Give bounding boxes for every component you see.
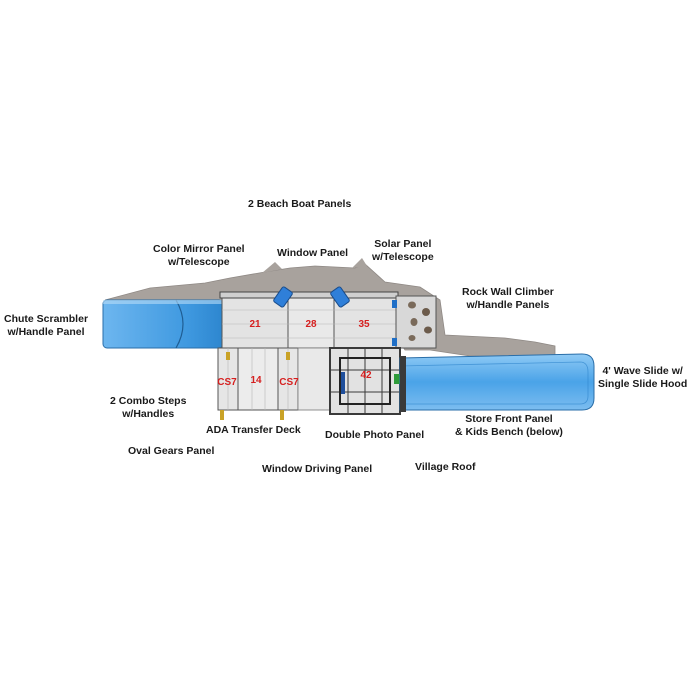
label-line: w/Telescope (372, 251, 434, 263)
label-line: 4' Wave Slide w/ (602, 365, 683, 377)
label-beach-boat-panels: 2 Beach Boat Panels (248, 198, 351, 211)
label-oval-gears-panel: Oval Gears Panel (128, 445, 214, 458)
village-roof-frame (329, 347, 401, 415)
label-line: w/Handle Panels (466, 299, 550, 311)
label-village-roof: Village Roof (415, 461, 475, 474)
label-window-panel: Window Panel (277, 247, 348, 260)
label-color-mirror-panel: Color Mirror Panel w/Telescope (153, 243, 245, 269)
label-line: Rock Wall Climber (462, 286, 554, 298)
roof-peak-left (262, 262, 282, 273)
ada-transfer-platform (297, 347, 331, 411)
deck-top-rail (219, 291, 399, 299)
deck-number-cs7-right: CS7 (279, 377, 299, 388)
label-line: Oval Gears Panel (128, 445, 215, 457)
label-line: Village Roof (415, 461, 476, 473)
deck-14 (237, 347, 279, 411)
label-combo-steps: 2 Combo Steps w/Handles (110, 395, 186, 421)
label-line: w/Handles (122, 408, 175, 420)
deck-number-35: 35 (358, 319, 370, 330)
deck-number-21: 21 (249, 319, 261, 330)
label-line: 2 Combo Steps (110, 395, 187, 407)
label-line: Solar Panel (374, 238, 432, 250)
label-line: w/Telescope (167, 256, 230, 268)
deck-number-cs7-left: CS7 (217, 377, 237, 388)
lower-deck-group (217, 347, 331, 420)
label-solar-panel: Solar Panel w/Telescope (372, 238, 434, 264)
label-ada-transfer-deck: ADA Transfer Deck (206, 424, 301, 437)
label-rock-wall-climber: Rock Wall Climber w/Handle Panels (462, 286, 554, 312)
label-line: Single Slide Hood (598, 378, 688, 390)
label-line: w/Handle Panel (7, 326, 85, 338)
label-wave-slide: 4' Wave Slide w/ Single Slide Hood (598, 365, 687, 391)
label-line: 2 Beach Boat Panels (248, 198, 352, 210)
roof-peak-right (352, 258, 367, 268)
label-window-driving-panel: Window Driving Panel (262, 463, 372, 476)
label-line: Window Panel (277, 247, 349, 259)
telescope-left-icon (273, 286, 293, 308)
deck-number-28: 28 (305, 319, 317, 330)
deck-21 (221, 295, 289, 349)
upper-deck-group (219, 291, 399, 349)
label-line: Window Driving Panel (262, 463, 373, 475)
telescope-right-icon (330, 286, 350, 308)
green-marker (394, 374, 400, 384)
label-line: & Kids Bench (below) (455, 426, 563, 438)
deck-number-14: 14 (250, 375, 262, 386)
label-store-front-panel: Store Front Panel & Kids Bench (below) (455, 413, 563, 439)
wave-slide (399, 353, 595, 412)
label-chute-scrambler: Chute Scrambler w/Handle Panel (4, 313, 88, 339)
label-line: Chute Scrambler (4, 313, 89, 325)
rock-wall-climber (392, 295, 437, 349)
deck-number-42: 42 (360, 370, 372, 381)
label-line: Color Mirror Panel (153, 243, 245, 255)
label-double-photo-panel: Double Photo Panel (325, 429, 424, 442)
label-line: Store Front Panel (465, 413, 553, 425)
label-line: Double Photo Panel (325, 429, 425, 441)
chute-scrambler-tube (102, 299, 224, 349)
label-line: ADA Transfer Deck (206, 424, 301, 436)
